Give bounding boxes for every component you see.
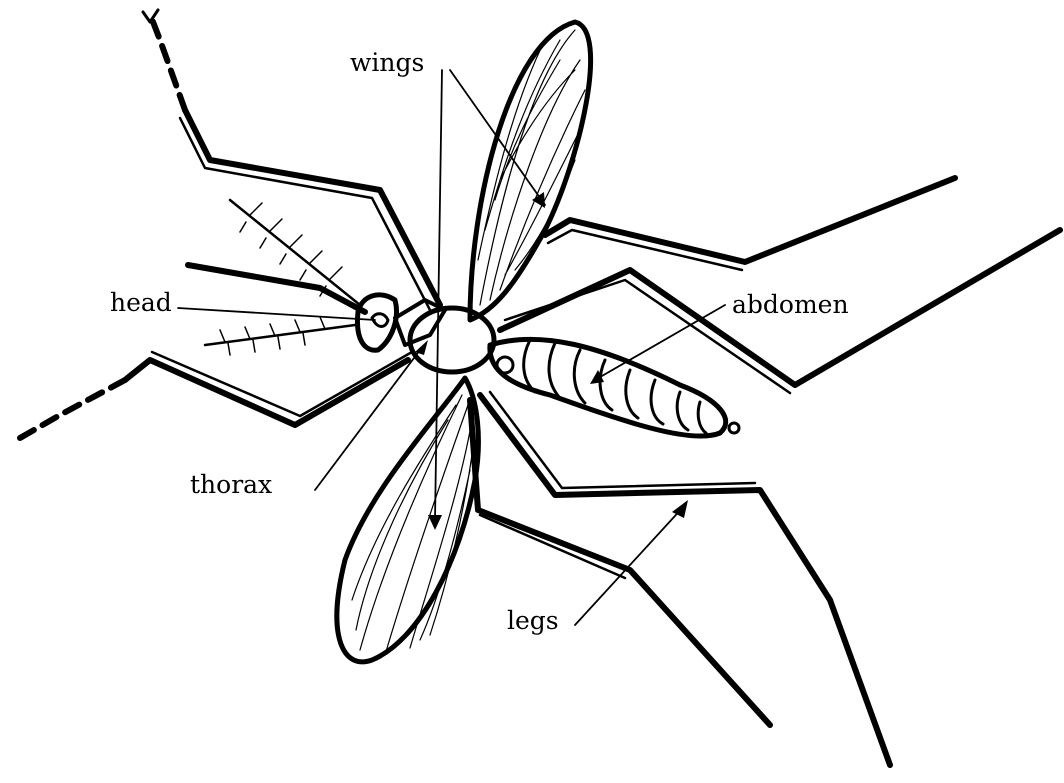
legs-pointer <box>575 505 685 625</box>
wings-pointer-upper <box>450 70 545 205</box>
wing-upper <box>470 22 591 320</box>
abdomen-shape <box>490 339 739 436</box>
legs-label: legs <box>505 608 561 633</box>
head-shape <box>357 295 396 350</box>
head-label: head <box>108 290 174 315</box>
abdomen-label: abdomen <box>730 292 851 317</box>
pointer-lines <box>178 70 725 625</box>
thorax-pointer <box>315 350 420 490</box>
thorax-label: thorax <box>188 472 274 497</box>
wing-lower <box>337 378 479 662</box>
head-pointer <box>178 308 375 320</box>
body-group <box>357 295 739 436</box>
abdomen-pointer <box>595 305 725 380</box>
leg-upper-right <box>545 178 955 270</box>
leg-middle-left <box>20 352 412 438</box>
leg-lower-right <box>480 392 890 765</box>
wings-label: wings <box>348 50 426 75</box>
antennae-group <box>188 200 365 355</box>
leg-lower-center <box>470 400 770 725</box>
legs-group <box>20 10 1060 765</box>
